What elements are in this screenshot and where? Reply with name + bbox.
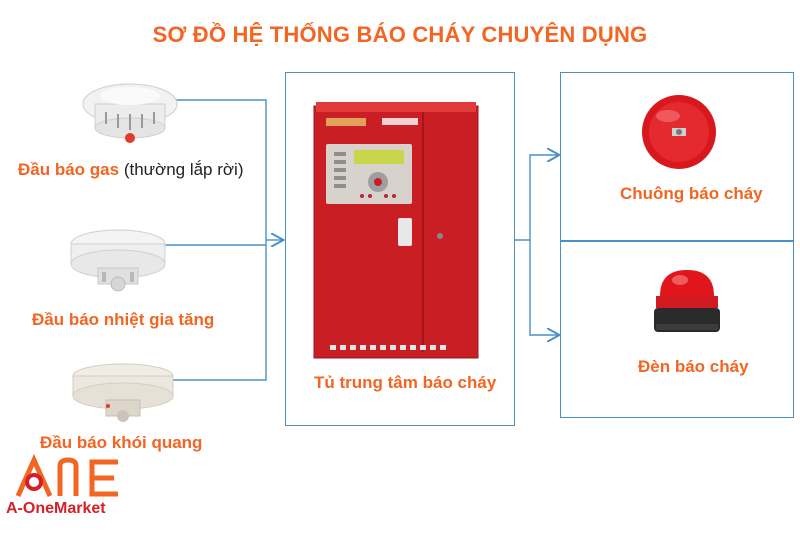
gas-detector-label: Đầu báo gas (thường lắp rời) xyxy=(18,160,244,179)
fire-alarm-control-panel-icon xyxy=(312,100,482,367)
diagram-title: SƠ ĐỒ HỆ THỐNG BÁO CHÁY CHUYÊN DỤNG xyxy=(152,22,648,47)
smoke-detector-icon xyxy=(68,360,178,435)
strobe-light-label: Đèn báo cháy xyxy=(638,357,749,376)
fire-bell-icon xyxy=(636,92,722,177)
gas-detector-icon xyxy=(80,72,180,157)
heat-detector-icon xyxy=(68,222,168,307)
output-divider xyxy=(560,240,794,242)
gas-detector-note: (thường lắp rời) xyxy=(123,160,244,179)
strobe-light-icon xyxy=(650,268,724,345)
a-onemarket-logo xyxy=(10,452,130,507)
heat-detector-label: Đầu báo nhiệt gia tăng xyxy=(32,310,215,329)
control-panel-label: Tủ trung tâm báo cháy xyxy=(314,373,497,392)
fire-bell-label: Chuông báo cháy xyxy=(620,184,763,203)
logo-text: A-OneMarket xyxy=(6,500,106,517)
smoke-detector-label: Đầu báo khói quang xyxy=(40,433,203,452)
